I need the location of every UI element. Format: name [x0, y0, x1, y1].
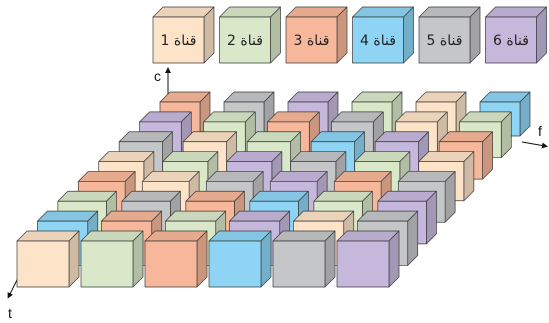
cube-front-face	[272, 240, 326, 288]
grid-cube-r8-c4	[208, 230, 272, 288]
grid-cube-r8-c1	[16, 230, 80, 288]
cube-side-face	[260, 230, 272, 288]
t-axis-arrow	[7, 277, 19, 299]
axes: c f t	[7, 67, 548, 321]
cube-front-face	[144, 240, 198, 288]
cube-side-face	[68, 230, 80, 288]
channel-legend: قناة 1 قناة 2 قناة 3 قناة 4 قناة 5 قناة 6	[152, 6, 547, 64]
cube-side-face	[536, 6, 547, 64]
legend-cube-6	[485, 6, 547, 64]
cube-front-face	[208, 240, 262, 288]
cube-top-face	[37, 210, 99, 222]
cube-side-face	[469, 6, 481, 64]
cube-side-face	[132, 230, 144, 288]
grid-cube-r8-c2	[80, 230, 144, 288]
cube-top-face	[229, 210, 291, 222]
f-axis-arrow	[521, 141, 548, 149]
cube-top-face	[152, 6, 215, 18]
cube-top-face	[101, 210, 163, 222]
cube-top-face	[357, 210, 419, 222]
grid-cube-r8-c5	[272, 230, 336, 288]
cube-side-face	[388, 230, 400, 288]
legend-cube-3	[285, 6, 348, 64]
cube-top-face	[336, 230, 400, 242]
cube-front-face	[152, 16, 205, 64]
cube-top-face	[272, 230, 336, 242]
cube-top-face	[165, 210, 227, 222]
cube-front-face	[16, 240, 70, 288]
legend-cube-5	[418, 6, 481, 64]
legend-label-1: قناة 1	[161, 33, 197, 49]
cube-top-face	[418, 6, 481, 18]
cube-front-face	[285, 16, 338, 64]
legend-label-5: قناة 5	[427, 33, 463, 49]
cube-side-face	[336, 6, 348, 64]
cube-side-face	[203, 6, 215, 64]
cube-front-face	[80, 240, 134, 288]
cube-top-face	[485, 6, 547, 18]
cube-top-face	[208, 230, 272, 242]
cube-top-face	[219, 6, 281, 18]
legend-cube-1	[152, 6, 215, 64]
legend-label-3: قناة 3	[294, 33, 330, 49]
cube-front-face	[352, 16, 404, 64]
cube-front-face	[485, 16, 537, 64]
cube-front-face	[336, 240, 390, 288]
grid-cube-r8-c6	[336, 230, 400, 288]
cube-grid	[16, 91, 531, 288]
cube-top-face	[16, 230, 80, 242]
cube-front-face	[418, 16, 471, 64]
grid-cube-r8-c3	[144, 230, 208, 288]
cube-front-face	[219, 16, 271, 64]
cube-side-face	[407, 210, 419, 266]
c-axis-label: c	[154, 68, 161, 84]
legend-cube-2	[219, 6, 281, 64]
cube-side-face	[403, 6, 414, 64]
legend-label-6: قناة 6	[493, 33, 529, 49]
cube-side-face	[270, 6, 281, 64]
cube-top-face	[352, 6, 414, 18]
legend-label-4: قناة 4	[360, 33, 396, 49]
cube-side-face	[324, 230, 336, 288]
cube-top-face	[144, 230, 208, 242]
legend-label-2: قناة 2	[227, 33, 263, 49]
f-axis-label: f	[538, 123, 542, 139]
cube-top-face	[293, 210, 355, 222]
t-axis-label: t	[8, 305, 12, 321]
cube-side-face	[196, 230, 208, 288]
cube-top-face	[80, 230, 144, 242]
legend-cube-4	[352, 6, 414, 64]
cube-top-face	[285, 6, 348, 18]
